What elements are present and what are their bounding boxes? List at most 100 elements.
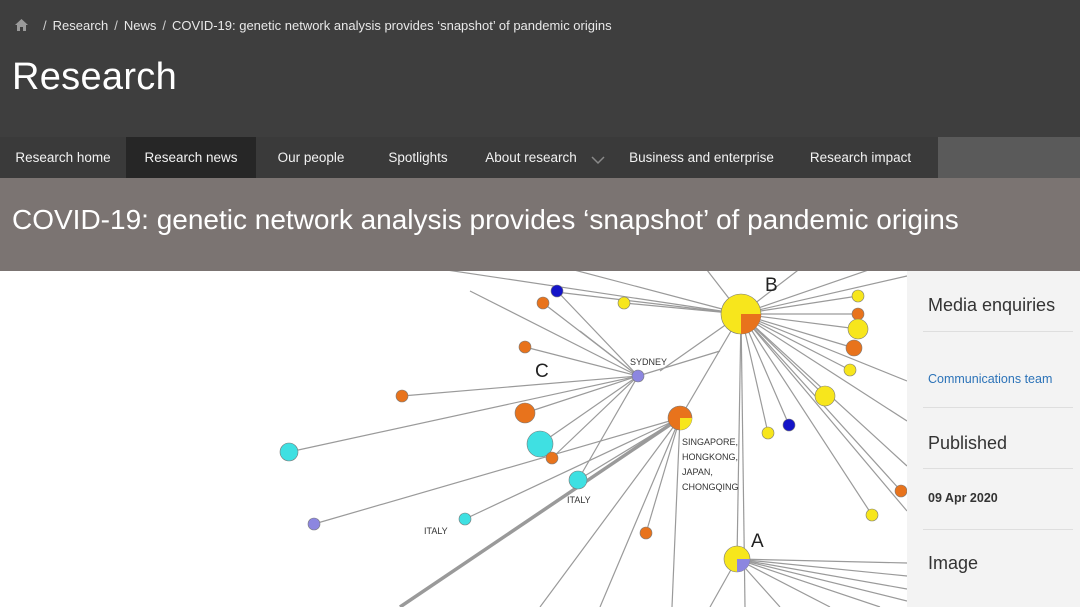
network-node (536, 296, 550, 310)
network-edge (740, 271, 868, 315)
home-icon[interactable] (14, 18, 29, 32)
nav-label: Spotlights (388, 150, 448, 165)
network-edge (464, 417, 681, 520)
published-date: 09 Apr 2020 (928, 491, 998, 505)
network-node (851, 307, 865, 321)
network-nodes (279, 284, 907, 573)
network-node (845, 339, 863, 357)
network-edge (469, 290, 639, 377)
site-title[interactable]: Research (12, 56, 178, 98)
network-node (894, 484, 907, 498)
network-edge (736, 558, 907, 590)
network-edge (740, 275, 907, 315)
node-label-hongkong: HONGKONG, (682, 452, 738, 462)
network-node (279, 442, 299, 462)
nav-label: About research (485, 150, 577, 165)
network-edge (555, 291, 742, 315)
network-edge (399, 416, 681, 607)
network-edge (645, 417, 681, 534)
network-edge (736, 558, 907, 577)
network-node (631, 369, 645, 383)
nav-spotlights[interactable]: Spotlights (366, 137, 470, 178)
article-sidebar: Media enquiries Communications team Publ… (907, 271, 1080, 607)
communications-team-link[interactable]: Communications team (928, 372, 1053, 386)
breadcrumb-separator: / (114, 17, 118, 33)
node-label-italy: ITALY (424, 526, 448, 536)
media-enquiries-heading: Media enquiries (928, 295, 1056, 315)
network-node-segment (737, 559, 750, 572)
network-edge (736, 558, 907, 602)
cluster-label-c: C (535, 361, 549, 382)
network-node (782, 418, 796, 432)
breadcrumb-separator: / (162, 17, 167, 33)
network-edge (740, 313, 907, 512)
node-label-japan: JAPAN, (682, 467, 713, 477)
network-edge (740, 313, 873, 516)
network-edge (736, 558, 881, 607)
nav-research-impact[interactable]: Research impact (783, 137, 938, 178)
network-node-segment (741, 314, 761, 334)
breadcrumb-news[interactable]: News (123, 17, 157, 33)
site-header: / Research / News / COVID-19: genetic ne… (0, 0, 1080, 137)
network-node (307, 517, 321, 531)
network-edge (539, 417, 681, 607)
network-node (843, 363, 857, 377)
nav-label: Business and enterprise (629, 150, 774, 165)
main-nav: Research home Research news Our people S… (0, 137, 1080, 178)
network-node-segment (680, 418, 692, 430)
network-node (458, 512, 472, 526)
network-edge (736, 313, 742, 560)
breadcrumb-research[interactable]: Research (52, 17, 109, 33)
network-node (568, 470, 588, 490)
network-edge (551, 375, 639, 459)
network-node (761, 426, 775, 440)
nav-business-enterprise[interactable]: Business and enterprise (620, 137, 783, 178)
network-edge (539, 375, 639, 445)
network-node (545, 451, 559, 465)
sidebar-divider (923, 468, 1073, 469)
network-edge (637, 350, 721, 377)
network-edge (599, 417, 681, 607)
network-edge (524, 375, 639, 414)
nav-research-news[interactable]: Research news (126, 137, 256, 178)
nav-about-research[interactable]: About research (470, 137, 620, 178)
sidebar-divider (923, 529, 1073, 530)
network-edge (740, 313, 907, 382)
node-label-chongqing: CHONGQING (682, 482, 739, 492)
network-edge (313, 417, 681, 525)
network-edge (575, 271, 742, 315)
breadcrumb-current-article[interactable]: COVID-19: genetic network analysis provi… (172, 17, 612, 33)
nav-label: Our people (277, 150, 345, 165)
network-edge (736, 558, 907, 564)
network-edge (736, 558, 831, 607)
network-edge (556, 290, 639, 377)
network-node (865, 508, 879, 522)
nav-label: Research home (15, 150, 111, 165)
nav-research-home[interactable]: Research home (0, 137, 126, 178)
cluster-label-a: A (751, 531, 764, 552)
breadcrumb: / Research / News / COVID-19: genetic ne… (14, 16, 612, 34)
cluster-label-b: B (765, 275, 778, 296)
network-node (617, 296, 631, 310)
network-node (518, 340, 532, 354)
nav-label: Research impact (809, 150, 912, 165)
node-label-singapore: SINGAPORE, (682, 437, 738, 447)
network-node (847, 318, 869, 340)
network-node (395, 389, 409, 403)
nav-our-people[interactable]: Our people (256, 137, 366, 178)
node-label-sydney: SYDNEY (630, 357, 667, 367)
network-edge (288, 375, 639, 453)
network-edge (401, 375, 639, 397)
sidebar-divider (923, 331, 1073, 332)
network-node (639, 526, 653, 540)
network-edge (740, 313, 769, 434)
network-node (514, 402, 536, 424)
network-edge (524, 346, 639, 377)
article-title: COVID-19: genetic network analysis provi… (12, 204, 959, 235)
image-heading: Image (928, 553, 979, 573)
chevron-down-icon[interactable] (591, 153, 605, 164)
network-edge (740, 313, 851, 371)
network-edge (579, 330, 639, 377)
network-node (526, 430, 554, 458)
sidebar-divider (923, 407, 1073, 408)
